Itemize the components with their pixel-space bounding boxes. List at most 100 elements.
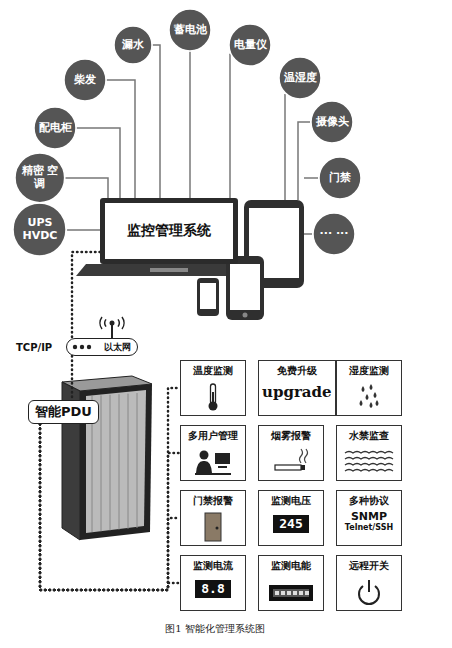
thermometer-icon: [211, 384, 216, 404]
droplet-icon: [362, 386, 365, 392]
pdu-label: 智能PDU: [28, 400, 99, 424]
feature-box: 多种协议SNMPTelnet/SSH: [336, 490, 402, 546]
meter-digit: [293, 591, 297, 595]
system-bubble: UPS HVDC: [12, 202, 67, 257]
node-title: 电量仪: [234, 39, 267, 52]
system-bubble: 温湿度: [278, 56, 322, 100]
network-link: [40, 424, 180, 590]
network-link: [40, 424, 180, 590]
ethernet-router: 以太网: [66, 338, 138, 356]
bubble-circle: [114, 26, 152, 64]
small-phone-screen: [200, 283, 216, 309]
rack-rail: [119, 394, 120, 529]
device-wire: [304, 233, 312, 235]
network-link: [71, 356, 74, 400]
system-bubble: 蓄电池: [168, 8, 212, 52]
signal-line: [189, 52, 191, 198]
network-link: [40, 424, 180, 590]
node-title: 监控管理系统: [127, 222, 211, 240]
node-value: 8.8: [195, 580, 230, 598]
feature-box: 监测电流8.8: [180, 555, 246, 611]
node-value: Telnet/SSH: [345, 523, 393, 533]
meter-digit: [281, 591, 285, 595]
user-head: [200, 451, 209, 460]
router-led: [87, 345, 91, 349]
bubble-circle: [311, 101, 353, 143]
rack-rail: [137, 393, 138, 528]
node-title: 多种协议: [349, 495, 389, 507]
droplet-icon: [360, 400, 363, 406]
feature-box: 湿度监测: [336, 360, 402, 416]
phone-button: [243, 313, 248, 318]
feature-box: 烟雾报警: [258, 425, 324, 481]
device-wire: [284, 94, 286, 200]
cigarette-tip: [301, 465, 305, 470]
droplet-icon: [374, 392, 377, 398]
monitor-icon: [215, 453, 230, 464]
system-bubble: 配电柜: [33, 106, 77, 150]
node-title: 蓄电池: [174, 24, 207, 37]
system-bubble: ··· ···: [312, 212, 356, 256]
signal-arc: [105, 319, 106, 326]
node-title: ··· ···: [320, 228, 349, 241]
node-title: 湿度监测: [349, 365, 389, 377]
phone-screen: [230, 264, 260, 310]
bubble-circle: [169, 9, 211, 51]
door-icon: [205, 513, 221, 541]
door-handle: [216, 527, 219, 530]
meter-digit: [305, 591, 309, 595]
bubble-circle: [313, 213, 355, 255]
antenna: [111, 325, 113, 338]
meter-window: [273, 589, 309, 597]
device-wire: [298, 122, 310, 200]
meter-digit: [287, 591, 291, 595]
bubble-circle: [13, 203, 66, 256]
thermometer-level: [212, 392, 214, 404]
droplet-icon: [370, 402, 373, 408]
node-title: 监测电压: [271, 495, 311, 507]
water-wave: [345, 458, 393, 460]
node-title: 监测电能: [271, 560, 311, 572]
smoke-line: [300, 449, 303, 463]
figure-caption: 图1 智能化管理系统图: [0, 622, 430, 636]
node-title: 以太网: [104, 341, 131, 354]
node-title: 免费升级: [277, 365, 317, 377]
system-bubble: 精密 空调: [14, 152, 66, 204]
bubble-circle: [15, 153, 65, 203]
feature-box: 监测电压 245: [258, 490, 324, 546]
cigarette-icon: [275, 465, 301, 470]
system-bubble: 电量仪: [228, 23, 272, 67]
node-title: 多用户管理: [188, 430, 238, 442]
node-title: 精密 空调: [21, 165, 59, 190]
signal-line: [153, 45, 160, 198]
node-title: 柴发: [74, 74, 96, 87]
system-bubble: 门禁: [318, 156, 362, 200]
device-wire: [304, 177, 318, 179]
system-bubble: 摄像头: [310, 100, 354, 144]
user-body: [196, 461, 212, 473]
node-title: 门禁报警: [193, 495, 233, 507]
feature-box: 多用户管理: [180, 425, 246, 481]
node-title: 配电柜: [39, 122, 72, 135]
signal-line: [77, 128, 120, 198]
signal-line: [68, 229, 101, 231]
feature-box: 远程开关: [336, 555, 402, 611]
node-value: 245: [273, 515, 308, 533]
rack-rail: [101, 395, 102, 531]
meter-digit: [275, 591, 279, 595]
phone: [226, 256, 264, 320]
node-title: 远程开关: [349, 560, 389, 572]
power-bar: [368, 580, 370, 592]
node-title: 温湿度: [284, 72, 317, 85]
droplet-icon: [366, 394, 369, 400]
monitor-stand: [218, 466, 227, 468]
feature-box: 门禁报警: [180, 490, 246, 546]
meter-digit: [299, 591, 303, 595]
antenna-dot: [110, 321, 115, 326]
signal-line: [66, 178, 108, 198]
node-title: 漏水: [122, 39, 144, 52]
feature-box: 免费升级upgrade: [258, 360, 336, 416]
node-title: 烟雾报警: [271, 430, 311, 442]
node-title: 水禁监查: [349, 430, 389, 442]
droplet-icon: [376, 400, 379, 406]
